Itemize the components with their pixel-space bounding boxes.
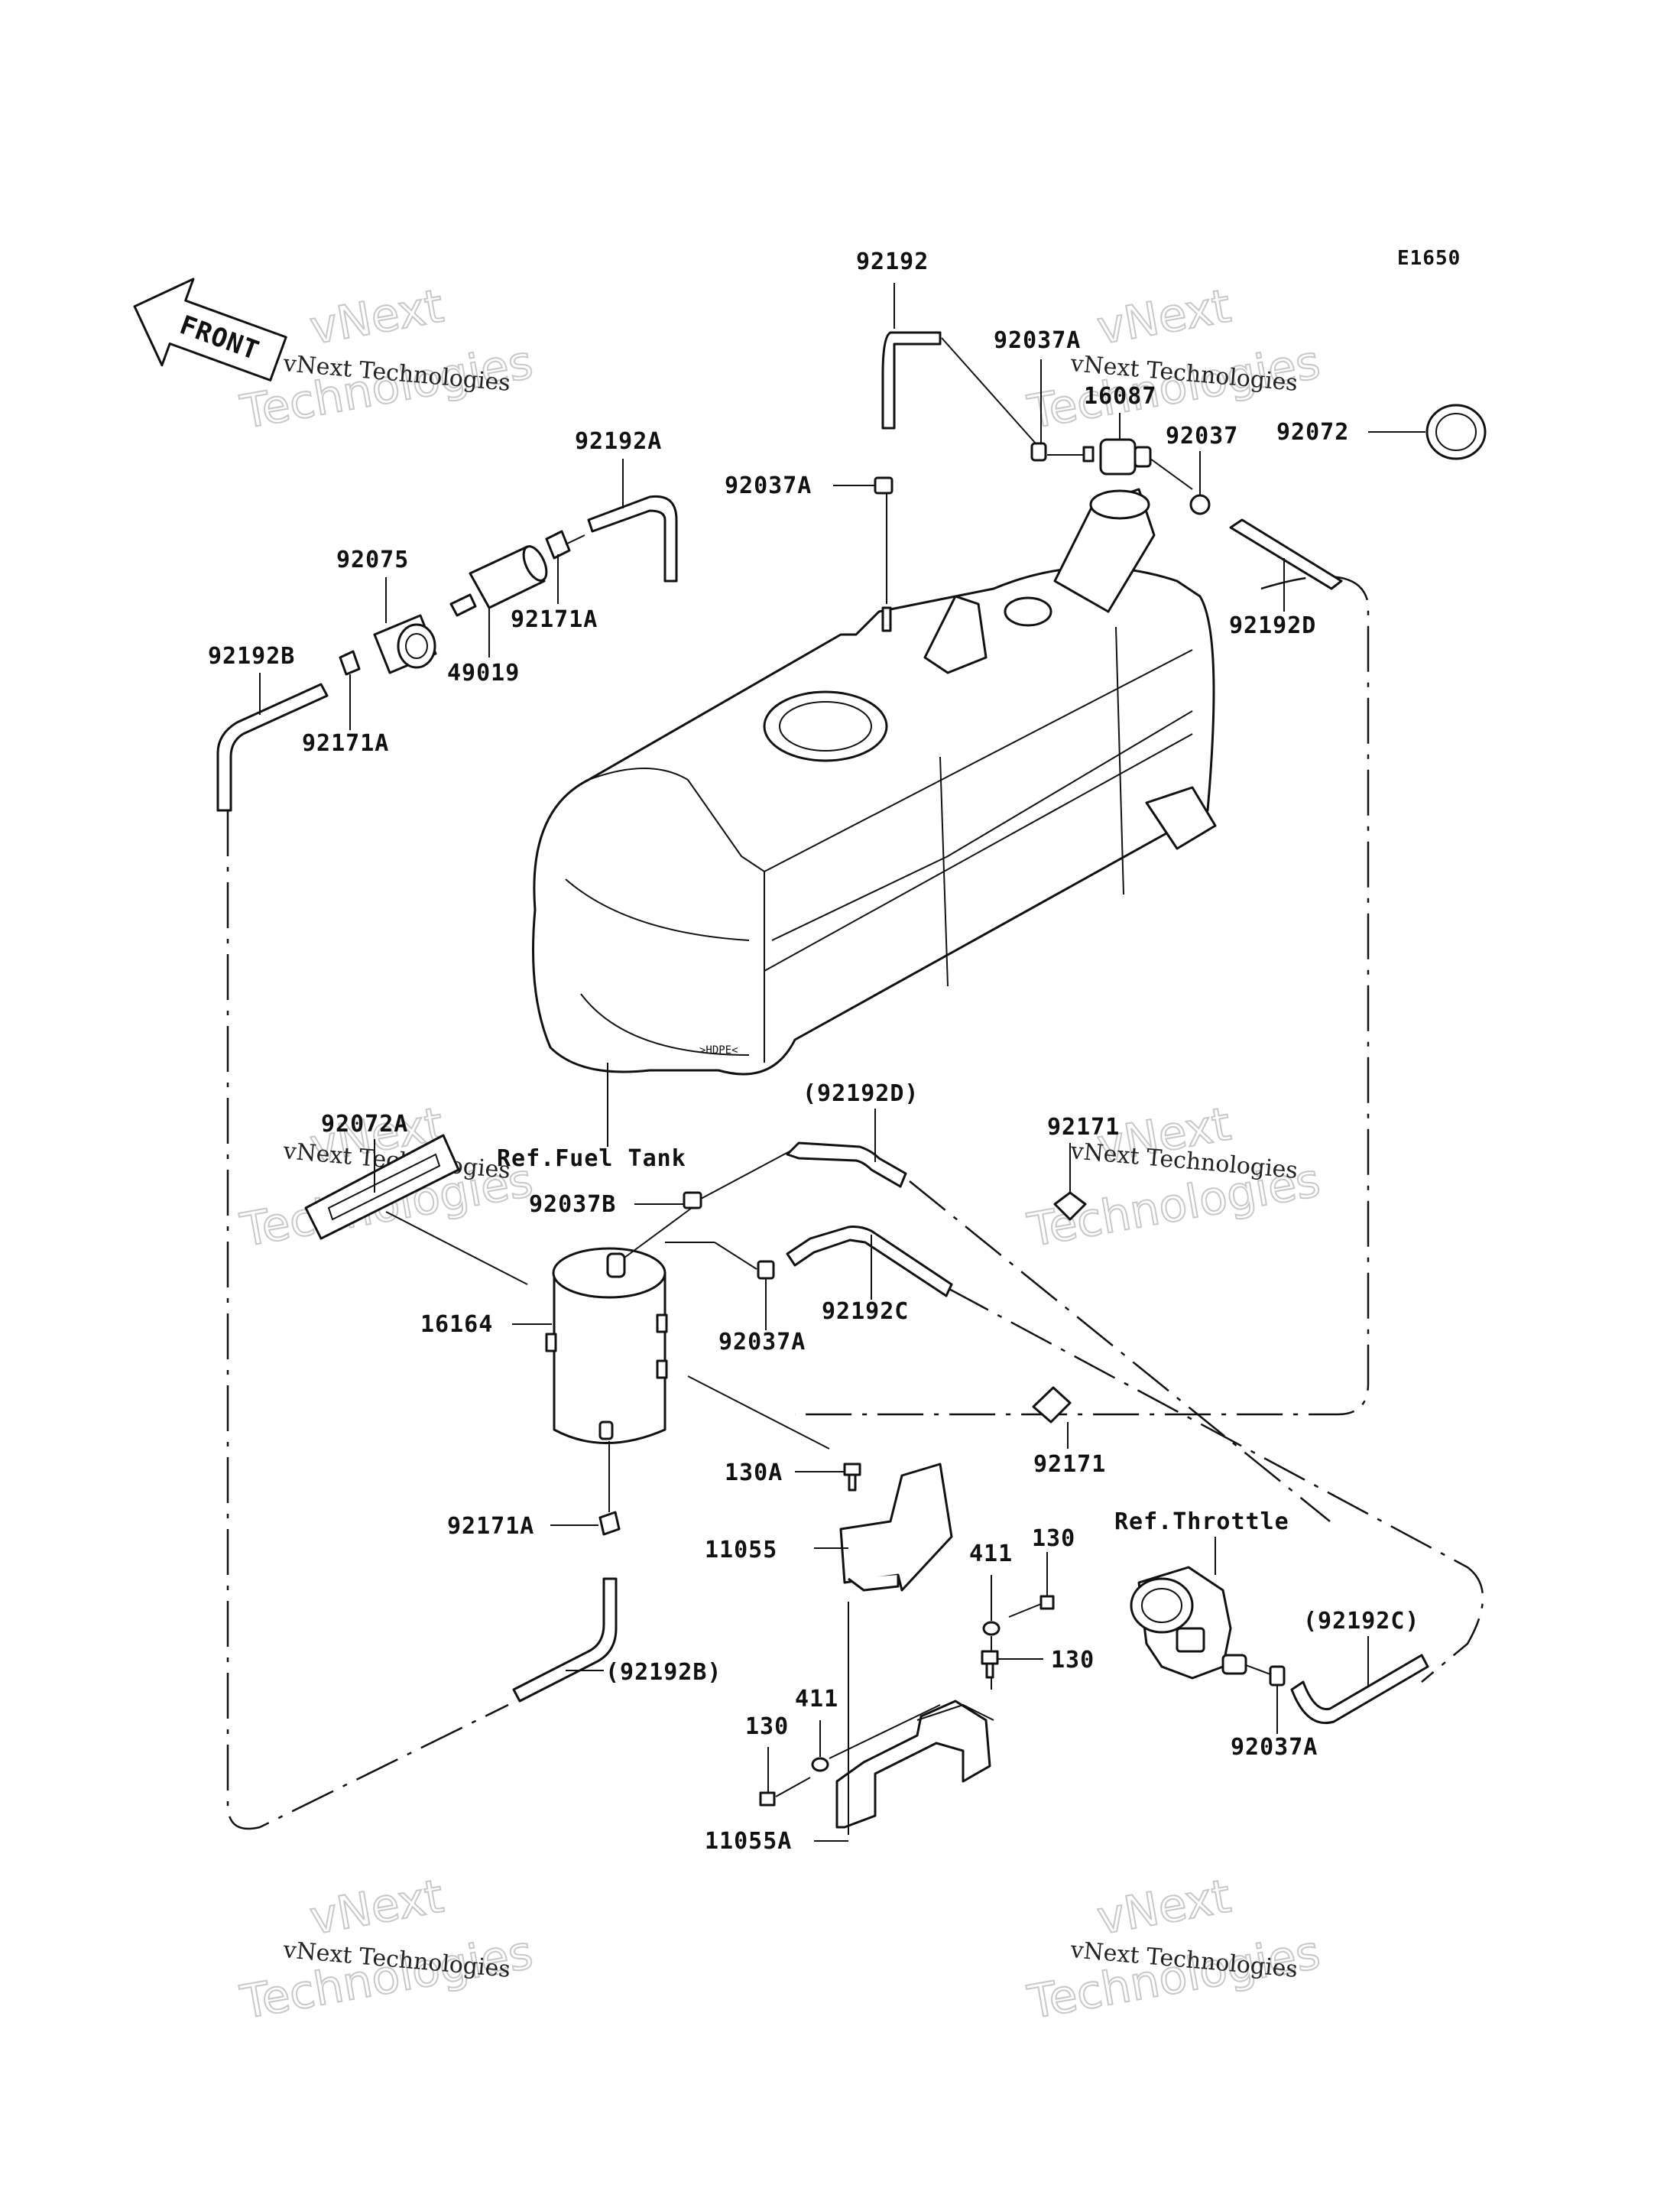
watermark-top-right: vNext Technologies vNext Technologies — [1023, 278, 1325, 440]
hose-92192C-paren — [1290, 1636, 1429, 1725]
hose-92192B — [216, 673, 329, 812]
clamp-92075 — [373, 577, 437, 674]
clamp-92037A-right — [1245, 1664, 1286, 1734]
clamp-92037A-lower — [665, 1242, 775, 1330]
part-92192B-label: 92192B — [208, 643, 295, 670]
hose-92192B-paren — [512, 1577, 618, 1703]
throttle-body-ref — [1130, 1537, 1247, 1680]
svg-text:vNext: vNext — [306, 1869, 447, 1945]
fuel-filter-49019 — [449, 545, 548, 657]
clamp-92037 — [1189, 451, 1211, 515]
hose-92192D — [1229, 518, 1343, 612]
bolt-130-left — [759, 1747, 811, 1807]
part-92171A-mid-label: 92171A — [302, 730, 389, 757]
bolt-130-mid — [981, 1650, 1043, 1679]
part-130A-label: 130A — [725, 1459, 783, 1486]
part-92192B-paren-label: (92192B) — [605, 1659, 722, 1686]
clamp-92171A-lower — [550, 1441, 621, 1536]
hose-92192 — [881, 283, 1036, 604]
clamp-92037A-left — [833, 476, 894, 632]
clamp-92171-upper — [1053, 1143, 1087, 1221]
part-11055A-label: 11055A — [705, 1828, 792, 1855]
part-411-bottom-label: 411 — [795, 1686, 838, 1713]
watermark-top-left: vNext Technologies vNext Technologies — [235, 278, 537, 440]
ref-fuel-tank-label: Ref.Fuel Tank — [497, 1145, 686, 1172]
part-92037-label: 92037 — [1166, 423, 1238, 450]
watermark-bottom-left: vNext Technologies vNext Technologies — [235, 1868, 537, 2031]
part-130-mid-label: 130 — [1051, 1647, 1095, 1674]
ref-throttle-label: Ref.Throttle — [1114, 1508, 1289, 1535]
part-130-top-label: 130 — [1032, 1525, 1075, 1552]
bracket-11055 — [687, 1375, 953, 1592]
part-92192D-paren-label: (92192D) — [803, 1080, 919, 1107]
watermark-bottom-right: vNext Technologies vNext Technologies — [1023, 1868, 1325, 2031]
part-92037B-label: 92037B — [529, 1191, 616, 1218]
svg-text:>HDPE<: >HDPE< — [699, 1044, 738, 1057]
hose-92192D-paren — [786, 1109, 907, 1188]
routing-lines — [226, 575, 1484, 1830]
part-92171-lower-label: 92171 — [1033, 1451, 1106, 1478]
part-11055-label: 11055 — [705, 1537, 777, 1563]
clamp-92171-lower — [1032, 1386, 1072, 1449]
part-92075-label: 92075 — [336, 547, 409, 573]
part-92037A-top-label: 92037A — [994, 327, 1081, 354]
part-92072A-label: 92072A — [321, 1111, 408, 1138]
part-16087-label: 16087 — [1084, 383, 1156, 410]
washer-411-bottom — [811, 1704, 941, 1772]
part-92192C-paren-label: (92192C) — [1303, 1608, 1420, 1635]
part-92192C-label: 92192C — [822, 1298, 909, 1325]
clamp-92037A-top — [1030, 359, 1047, 462]
hose-92192A — [587, 459, 678, 583]
canister-16164 — [512, 1247, 668, 1444]
part-92192D-label: 92192D — [1229, 612, 1316, 639]
svg-text:vNext: vNext — [1093, 279, 1234, 355]
part-92192-label: 92192 — [856, 248, 929, 275]
part-92171-upper-label: 92171 — [1047, 1114, 1120, 1141]
clamp-92072 — [1368, 404, 1487, 460]
part-92037A-right-label: 92037A — [1231, 1734, 1318, 1761]
fuel-tank-outline: >HDPE< — [532, 488, 1217, 1076]
part-92192A-label: 92192A — [575, 428, 662, 455]
bolt-130-top — [1008, 1552, 1055, 1618]
part-92037A-lower-label: 92037A — [718, 1329, 806, 1355]
bracket-11055A — [814, 1602, 994, 1842]
svg-text:vNext: vNext — [306, 279, 447, 355]
part-92072-label: 92072 — [1276, 419, 1349, 446]
hose-92192C — [786, 1226, 953, 1300]
part-411-top-label: 411 — [969, 1541, 1013, 1567]
clamp-92171A-mid — [339, 650, 361, 730]
part-92037A-left-label: 92037A — [725, 472, 812, 499]
valve-16087 — [1047, 413, 1193, 490]
bolt-130A — [795, 1463, 861, 1492]
part-130-left-label: 130 — [745, 1713, 789, 1740]
clamp-92171A-top — [545, 530, 585, 604]
clamp-92037B — [624, 1150, 792, 1258]
canister-bracket-92072A — [304, 1134, 528, 1285]
part-49019-label: 49019 — [447, 660, 520, 687]
part-92171A-top-label: 92171A — [511, 606, 598, 633]
diagram-code: E1650 — [1397, 247, 1461, 270]
svg-text:vNext: vNext — [1093, 1869, 1234, 1945]
part-16164-label: 16164 — [420, 1311, 493, 1338]
part-92171A-lower-label: 92171A — [447, 1513, 534, 1540]
